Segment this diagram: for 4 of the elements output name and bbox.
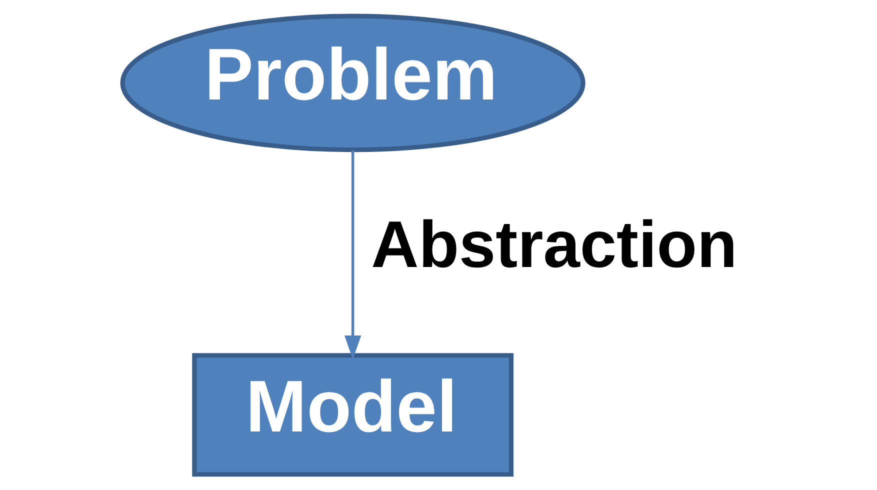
arrow: [344, 150, 361, 360]
edge-label: Abstraction: [370, 207, 737, 282]
node-box: Model: [192, 353, 513, 477]
node-ellipse: Problem: [120, 14, 585, 152]
